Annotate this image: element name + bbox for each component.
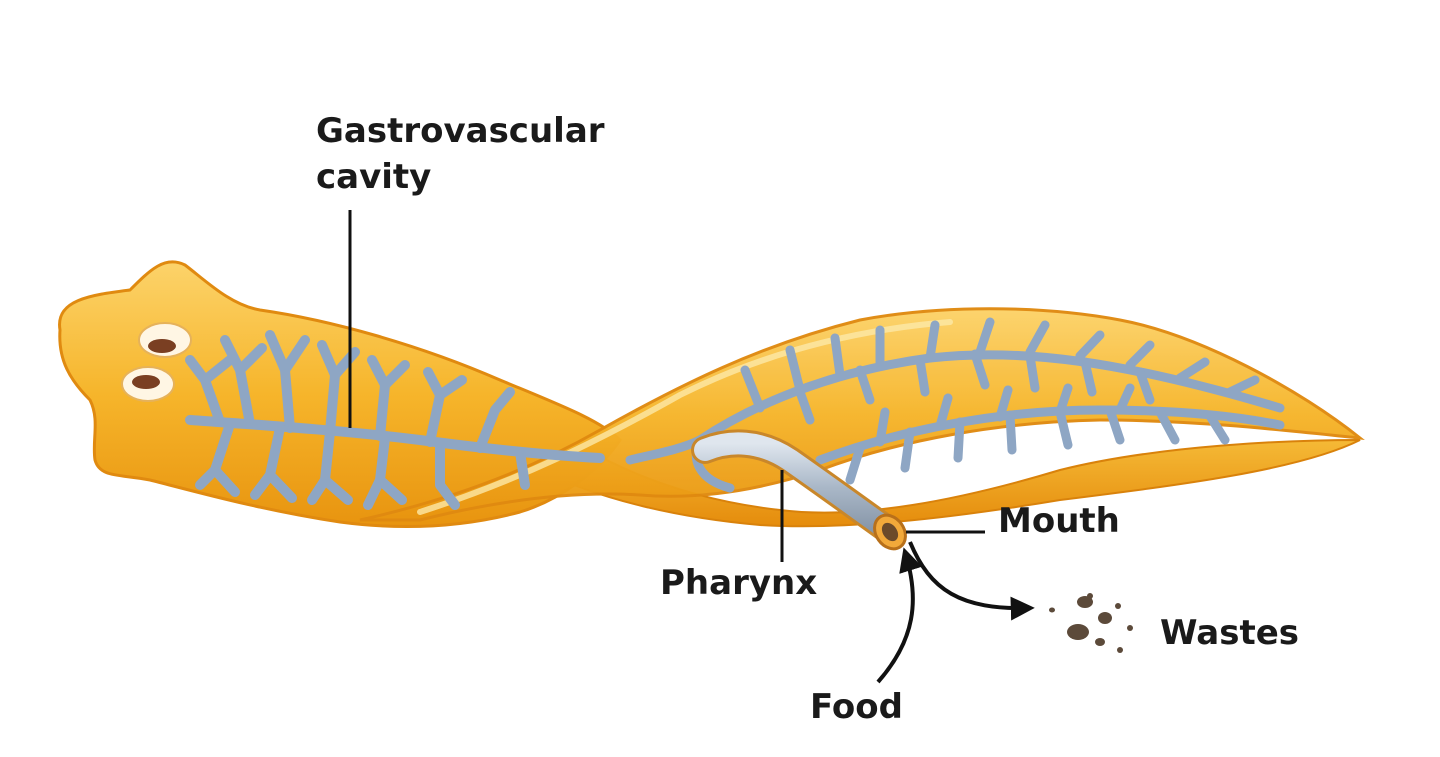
food-label: Food bbox=[810, 687, 903, 727]
body-rear-fold bbox=[539, 418, 1361, 528]
gastrovascular-branches-posterior bbox=[625, 317, 1285, 493]
food-arrow bbox=[876, 547, 923, 684]
mouth-label: Mouth bbox=[998, 501, 1120, 541]
gastrovascular-branches-anterior bbox=[185, 330, 605, 510]
gastrovascular-label-line1: Gastrovascular bbox=[316, 111, 605, 151]
body-highlight bbox=[417, 319, 953, 515]
gastrovascular-label-line2: cavity bbox=[316, 157, 432, 197]
waste-particles bbox=[1049, 593, 1133, 653]
gastrovascular-cavity-label: Gastrovascular cavity bbox=[316, 108, 605, 200]
wastes-label: Wastes bbox=[1160, 613, 1300, 653]
pharynx-label: Pharynx bbox=[660, 563, 818, 603]
wastes-arrow bbox=[908, 541, 1035, 621]
eye-spots bbox=[121, 322, 192, 402]
pharynx-tube bbox=[691, 429, 907, 551]
body-twist bbox=[359, 307, 1365, 522]
